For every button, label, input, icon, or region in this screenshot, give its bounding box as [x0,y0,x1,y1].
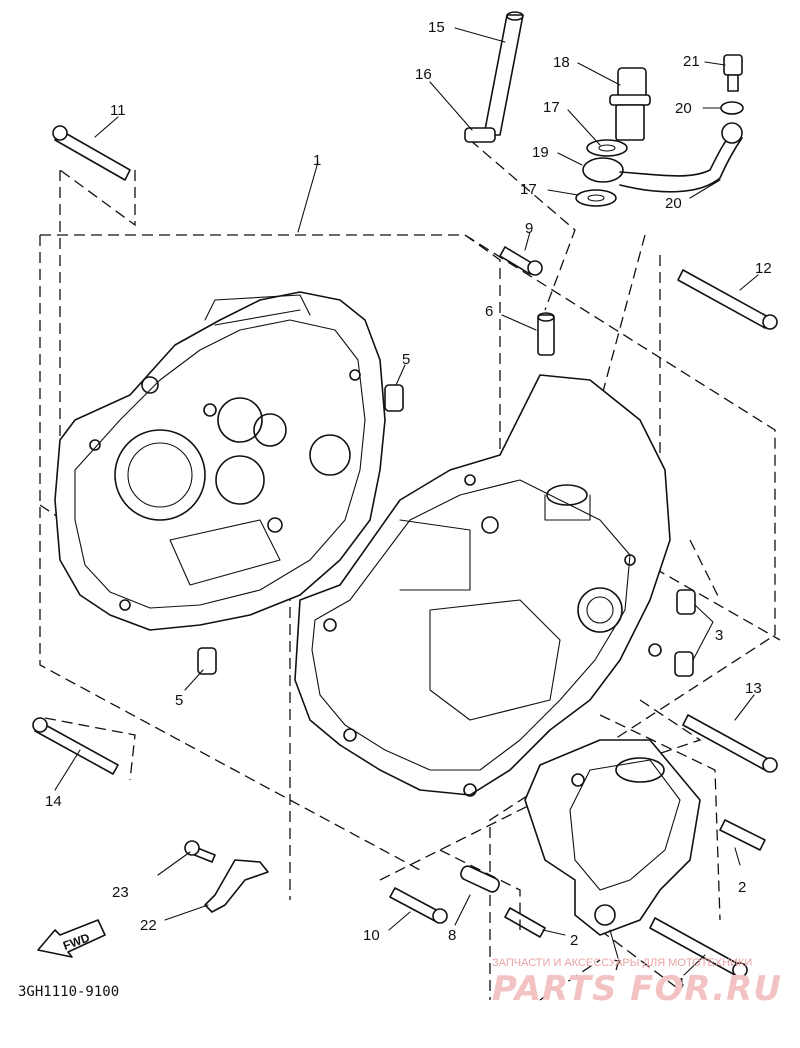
dowel-5a [384,384,404,412]
callout-labels: 1 2 2 3 4 5 5 6 7 8 9 10 11 12 13 14 15 … [45,19,772,992]
dowel-3a [676,589,696,615]
callout-17b: 17 [520,181,537,198]
bolt-21 [723,54,743,92]
leader-lines [54,27,759,976]
callout-14: 14 [45,793,62,810]
callout-21: 21 [683,53,700,70]
callout-18: 18 [553,54,570,71]
washer-20a [720,101,744,115]
bolt-9 [499,246,543,276]
dowel-5b [197,647,217,675]
bolt-4 [649,917,748,978]
washer-17a [586,139,628,157]
pin-8 [460,865,500,893]
clip-16 [464,127,496,143]
callout-12: 12 [755,260,772,277]
callout-2b: 2 [570,932,578,949]
fitting-6 [537,312,555,356]
bolt-12 [677,269,778,330]
callout-19: 19 [532,144,549,161]
bracket-22 [204,859,269,913]
hose-15 [483,11,524,136]
bolt-11 [52,125,131,181]
crankcase-cover [524,739,701,936]
callout-10: 10 [363,927,380,944]
callout-3: 3 [715,627,723,644]
bolt-2a [719,819,766,851]
washer-17b [575,189,617,207]
callout-15: 15 [428,19,445,36]
callout-4: 4 [676,975,684,992]
plug-18 [609,67,651,141]
site-watermark: ЗАПЧАСТИ И АКСЕССУАРЫ ДЛЯ МОТОТЕХНИКИ PA… [492,957,782,1009]
callout-6: 6 [485,303,493,320]
callout-20a: 20 [675,100,692,117]
callout-7: 7 [613,957,621,974]
watermark-tagline: ЗАПЧАСТИ И АКСЕССУАРЫ ДЛЯ МОТОТЕХНИКИ [492,957,752,969]
bolt-10 [389,887,448,924]
callout-2a: 2 [738,879,746,896]
callout-5b: 5 [175,692,183,709]
diagram-part-code: 3GH1110-9100 [18,984,119,1000]
bolt-14 [32,717,119,775]
watermark-logo: PARTS FOR.RU [492,969,782,1009]
callout-22: 22 [140,917,157,934]
callout-17a: 17 [543,99,560,116]
callout-16: 16 [415,66,432,83]
callout-1: 1 [313,152,321,169]
forward-direction-arrow: FWD [37,919,106,958]
callout-20b: 20 [665,195,682,212]
bolt-13 [682,714,778,773]
callout-9: 9 [525,220,533,237]
right-crankcase-half [294,374,671,797]
callout-8: 8 [448,927,456,944]
left-crankcase-half [54,291,386,631]
callout-11: 11 [110,102,126,119]
callout-23: 23 [112,884,129,901]
callout-13: 13 [745,680,762,697]
callout-5a: 5 [402,351,410,368]
banjo-19 [582,122,743,193]
dowel-3b [674,651,694,677]
bolt-2b [504,907,546,938]
assembly-guide-lines [39,139,781,1001]
screw-23 [184,840,216,863]
